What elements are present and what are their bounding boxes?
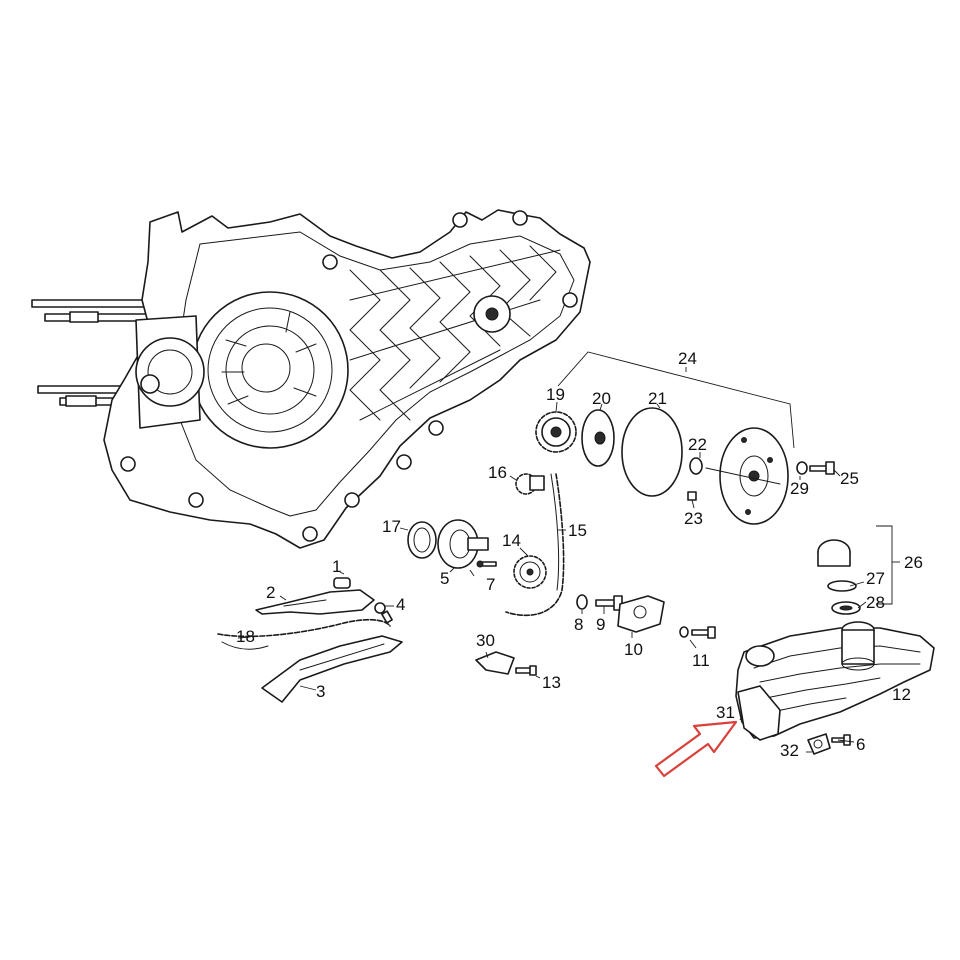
label-3: 3 (316, 682, 325, 701)
label-11: 11 (692, 651, 710, 670)
label-17: 17 (382, 517, 401, 536)
part-10-bracket (617, 595, 665, 633)
label-25: 25 (840, 469, 859, 488)
label-29: 29 (790, 479, 809, 498)
part-30-clip (475, 651, 515, 675)
label-6: 6 (856, 735, 865, 754)
part-22-bushing (689, 452, 703, 475)
part-1-plunger (333, 577, 351, 589)
part-20-disc (581, 403, 615, 467)
part-2-tensioner-slide (255, 589, 375, 615)
label-1: 1 (332, 557, 341, 576)
label-21: 21 (648, 389, 667, 408)
part-8-washer (576, 594, 588, 610)
part-21-gasket (621, 403, 683, 497)
highlight-arrow (654, 720, 738, 778)
part-7-screw (476, 560, 497, 568)
crankcase-bosses (120, 210, 578, 542)
label-28: 28 (866, 593, 885, 612)
clutch-bore (191, 291, 349, 449)
label-13: 13 (542, 673, 561, 692)
part-28-seal (831, 601, 861, 615)
label-8: 8 (574, 615, 583, 634)
part-11-bolt (679, 626, 716, 639)
label-14: 14 (502, 531, 521, 550)
assembly-bracket-24 (557, 351, 795, 449)
part-17-ring (407, 521, 437, 559)
label-9: 9 (596, 615, 605, 634)
part-18-chain (217, 618, 391, 650)
part-32-clamp (807, 733, 831, 755)
part-3-guide-rail (261, 635, 403, 703)
part-9-bolt (595, 595, 623, 611)
label-22: 22 (688, 435, 707, 454)
part-27-o-ring (827, 580, 857, 592)
part-12-sump-housing (735, 621, 935, 739)
label-32: 32 (780, 741, 799, 760)
label-23: 23 (684, 509, 703, 528)
label-12: 12 (892, 685, 911, 704)
part-25-bolt (809, 461, 835, 475)
part-19-sprocket (535, 401, 577, 453)
oil-filler-cap (817, 539, 851, 567)
part-labels: 1 2 3 4 5 6 7 8 9 10 11 12 13 14 15 16 1… (236, 349, 923, 760)
label-20: 20 (592, 389, 611, 408)
label-30: 30 (476, 631, 495, 650)
cover-plate (705, 427, 789, 525)
part-13-bolt (515, 665, 537, 676)
part-29-washer (796, 461, 808, 475)
engine-crankcase (31, 209, 591, 549)
part-31-gasket (737, 685, 781, 741)
label-7: 7 (486, 575, 495, 594)
label-31: 31 (716, 703, 735, 722)
label-18: 18 (236, 627, 255, 646)
label-2: 2 (266, 583, 275, 602)
part-14-sprocket (513, 555, 547, 589)
part-4-bolt (374, 602, 393, 624)
part-23-pin (687, 491, 697, 501)
label-15: 15 (568, 521, 587, 540)
label-16: 16 (488, 463, 507, 482)
label-27: 27 (866, 569, 885, 588)
label-19: 19 (546, 385, 565, 404)
leader-lines (237, 469, 867, 753)
part-5-oil-pump (437, 519, 489, 569)
label-10: 10 (624, 640, 643, 659)
label-24: 24 (678, 349, 697, 368)
label-4: 4 (396, 595, 405, 614)
part-26-oil-cap-group (817, 525, 900, 615)
label-26: 26 (904, 553, 923, 572)
part-16-gear (515, 473, 545, 495)
label-5: 5 (440, 569, 449, 588)
